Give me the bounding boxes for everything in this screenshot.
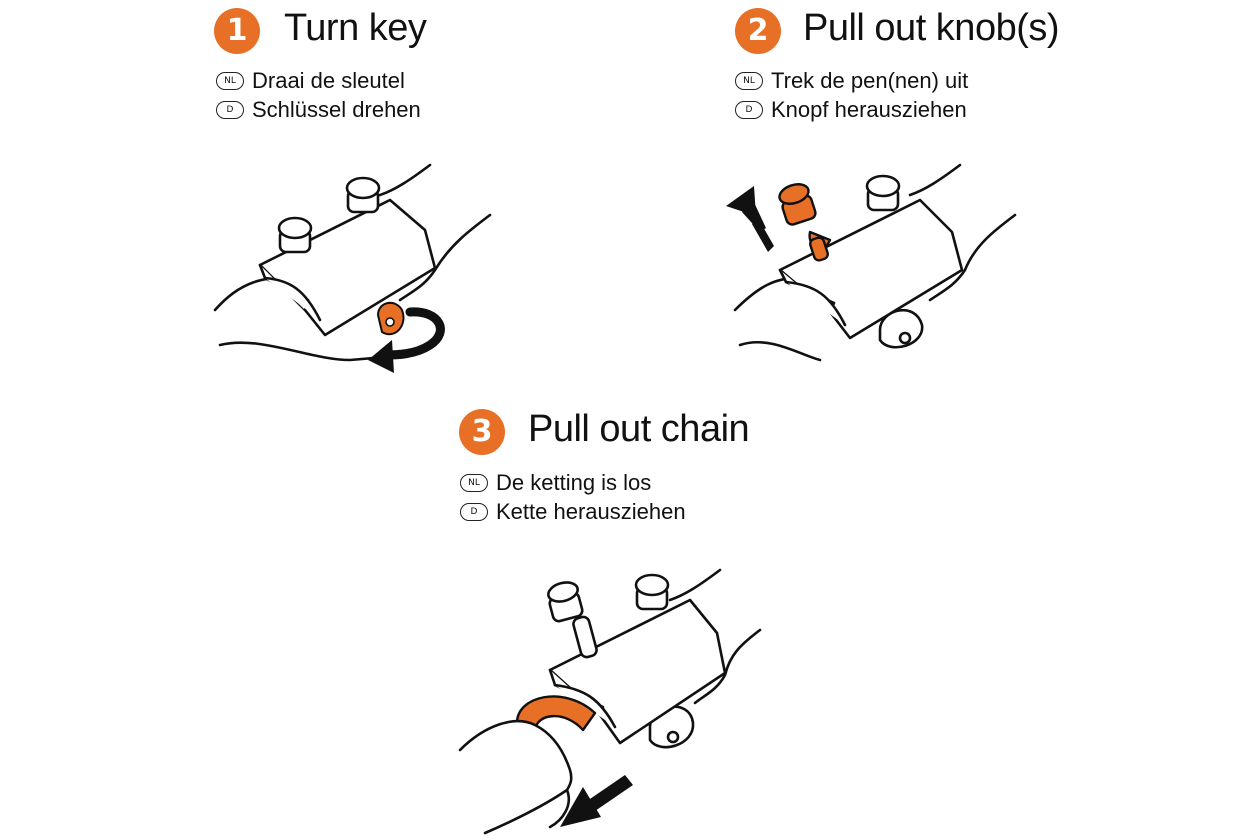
step-2-title: Pull out knob(s): [803, 7, 1060, 49]
step-3-number-badge: 3: [459, 409, 505, 455]
step-2-text-nl: Trek de pen(nen) uit: [771, 68, 969, 93]
key-icon: [377, 301, 405, 336]
step-2-line-nl: NL Trek de pen(nen) uit: [735, 68, 968, 94]
step-2-text-d: Knopf herausziehen: [771, 97, 967, 122]
step-2-line-d: D Knopf herausziehen: [735, 97, 967, 123]
step-1-line-d: D Schlüssel drehen: [216, 97, 421, 123]
pull-up-arrow-icon: [726, 186, 774, 252]
step-1-number-badge: 1: [214, 8, 260, 54]
lang-tag-d: D: [216, 101, 244, 119]
lang-tag-d: D: [735, 101, 763, 119]
step-1-title: Turn key: [284, 7, 427, 49]
step-3-pull-chain-illustration: [458, 568, 762, 835]
step-2-number-badge: 2: [735, 8, 781, 54]
step-3-line-d: D Kette herausziehen: [460, 499, 686, 525]
rotate-arrow-icon: [368, 307, 445, 373]
lang-tag-nl: NL: [460, 474, 488, 492]
knob-extended: [547, 581, 598, 659]
pull-arrow-icon: [560, 775, 633, 827]
knob-1: [277, 216, 313, 254]
knob-2: [345, 176, 381, 214]
step-1-text-d: Schlüssel drehen: [252, 97, 421, 122]
step-2-pull-knob-illustration: [726, 163, 1017, 362]
step-3-text-nl: De ketting is los: [496, 470, 652, 495]
pulled-knob-icon: [778, 183, 832, 262]
step-1-text-nl: Draai de sleutel: [252, 68, 405, 93]
chain-shackle-icon: [515, 695, 597, 732]
lang-tag-nl: NL: [216, 72, 244, 90]
step-3-text-d: Kette herausziehen: [496, 499, 686, 524]
step-1-line-nl: NL Draai de sleutel: [216, 68, 405, 94]
step-3-line-nl: NL De ketting is los: [460, 470, 651, 496]
lang-tag-nl: NL: [735, 72, 763, 90]
knob-normal: [634, 573, 670, 611]
step-1-turn-key-illustration: [213, 163, 492, 373]
knob-remaining: [865, 174, 901, 212]
step-3-title: Pull out chain: [528, 408, 750, 450]
lang-tag-d: D: [460, 503, 488, 521]
